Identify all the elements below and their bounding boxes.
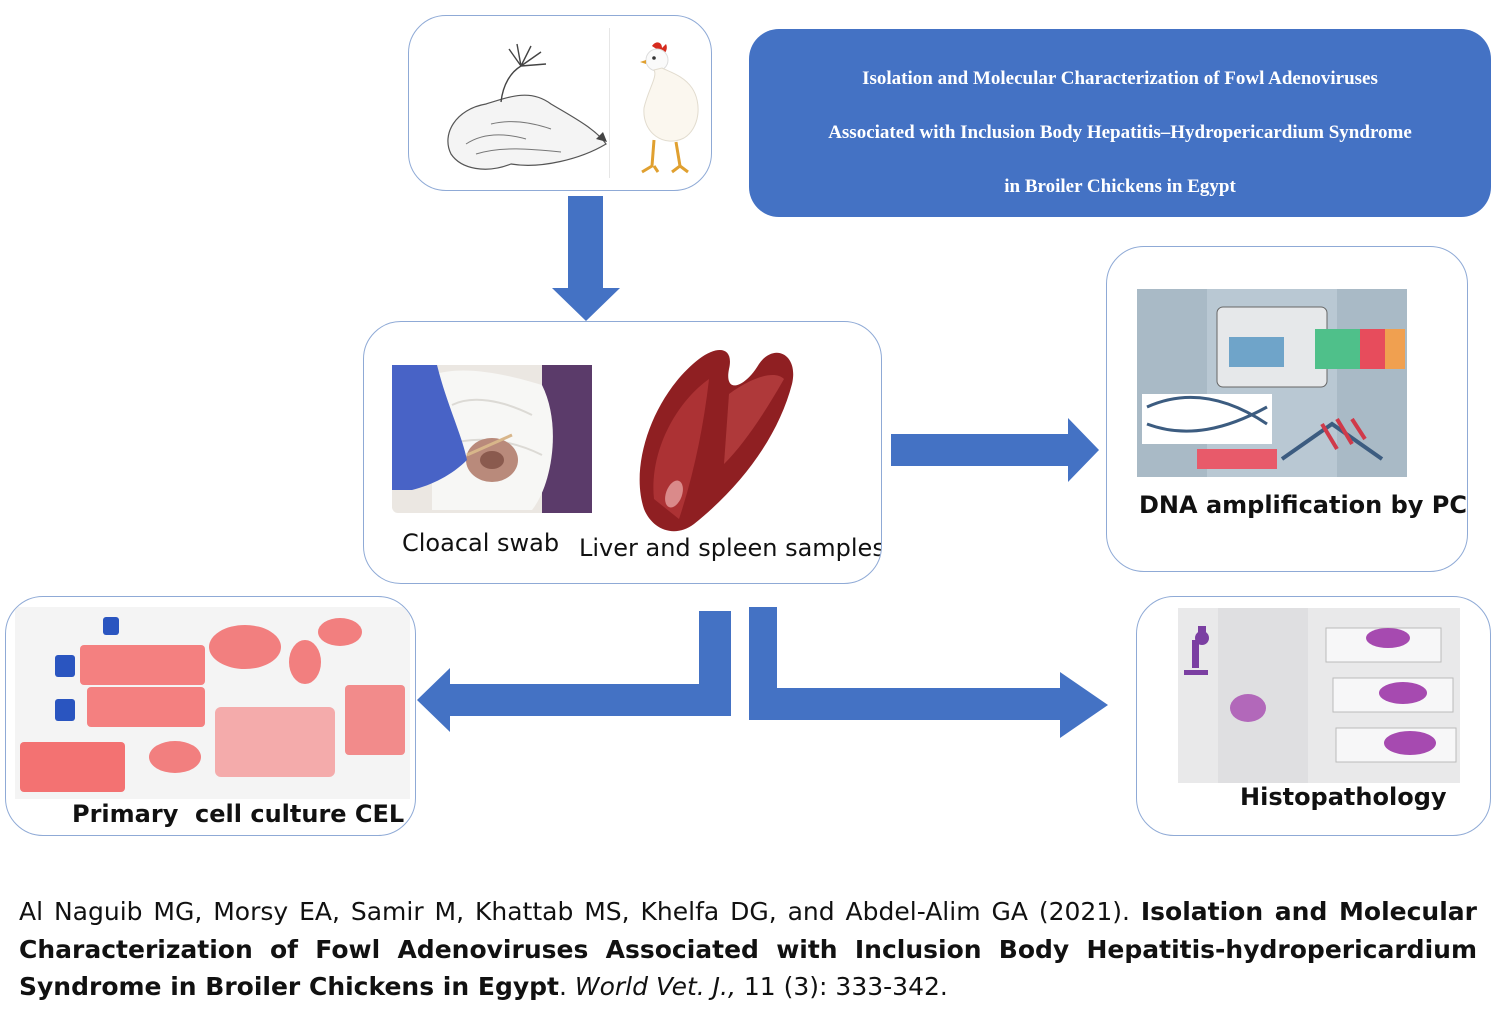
paper-title-box: Isolation and Molecular Characterization… <box>749 29 1491 217</box>
histo-label: Histopathology <box>1240 783 1447 811</box>
citation-separator: . <box>558 972 575 1001</box>
title-line-1: Isolation and Molecular Characterization… <box>862 68 1378 89</box>
arrow-left-to-culture <box>417 611 731 732</box>
citation-journal: World Vet. J., <box>574 972 736 1001</box>
cloacal-swab-photo <box>392 365 592 513</box>
histology-slides-image <box>1178 608 1460 783</box>
swab-label: Cloacal swab <box>402 529 560 557</box>
chicken-box <box>408 15 712 191</box>
samples-box: Cloacal swab Liver and spleen samples <box>363 321 882 584</box>
title-line-3: in Broiler Chickens in Egypt <box>1004 176 1236 197</box>
arrow-down-to-samples <box>552 196 620 321</box>
liver-spleen-illustration <box>639 349 794 532</box>
citation: Al Naguib MG, Morsy EA, Samir M, Khattab… <box>19 893 1477 1006</box>
live-chicken-image <box>640 42 699 174</box>
pcr-box: DNA amplification by PCR <box>1106 246 1468 572</box>
arrow-right-to-histo <box>749 607 1108 738</box>
culture-label: Primary cell culture CEL <box>72 800 405 828</box>
citation-authors: Al Naguib MG, Morsy EA, Samir M, Khattab… <box>19 897 1141 926</box>
citation-title: Isolation and Molecular Characterization… <box>19 897 1478 1001</box>
pcr-label: DNA amplification by PCR <box>1139 491 1468 519</box>
histo-box: Histopathology <box>1136 596 1491 836</box>
pcr-machine-image <box>1137 289 1407 477</box>
cell-culture-image <box>15 607 410 799</box>
arrow-right-to-pcr <box>891 418 1099 482</box>
title-line-2: Associated with Inclusion Body Hepatitis… <box>828 122 1412 143</box>
culture-box: Primary cell culture CEL <box>5 596 416 836</box>
organ-label: Liver and spleen samples <box>579 534 882 562</box>
dead-chicken-sketch <box>447 43 607 170</box>
divider <box>609 28 610 178</box>
citation-volume: 11 (3): 333-342. <box>735 972 948 1001</box>
